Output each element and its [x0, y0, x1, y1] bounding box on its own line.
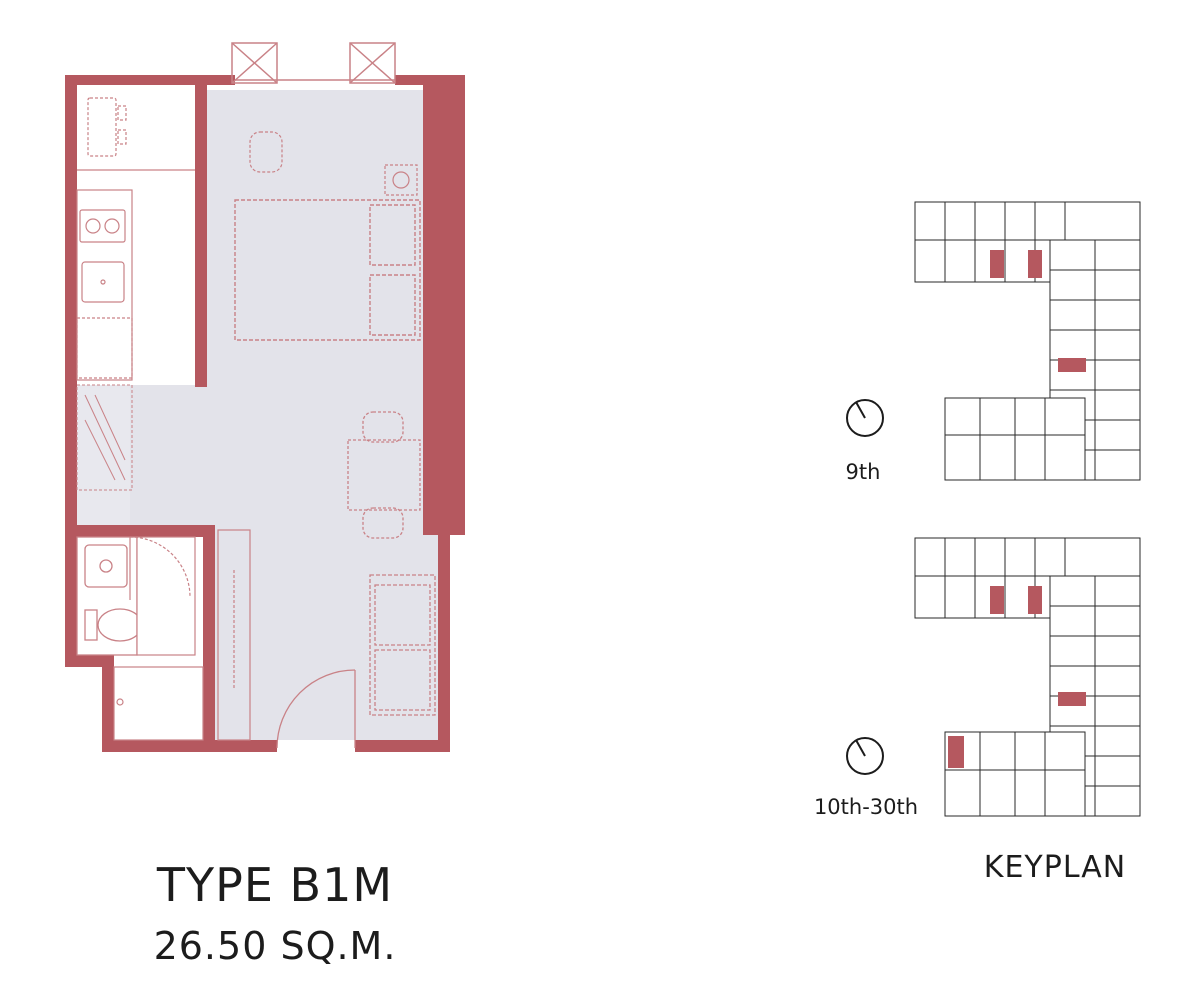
armchair	[249, 131, 283, 173]
keyplan-10-30-building	[914, 537, 1141, 817]
keyplan-9th-highlights	[990, 250, 1086, 372]
bathroom-door-swing	[129, 536, 196, 656]
unit-floor-plan	[65, 42, 465, 752]
wardrobe	[217, 529, 251, 741]
keyplan-10-30-highlights	[948, 586, 1086, 768]
floor-label-9th: 9th	[845, 460, 881, 484]
bed	[234, 199, 421, 341]
nightstand	[384, 164, 418, 196]
compass-icon	[846, 399, 884, 437]
keyplan-diagram	[846, 201, 1141, 817]
walls	[65, 75, 465, 752]
keyplan-title: KEYPLAN	[983, 850, 1127, 885]
floor-area	[75, 90, 440, 740]
unit-area-label: 26.50 SQ.M.	[153, 924, 397, 968]
window-right	[349, 42, 396, 84]
bathroom-fixtures	[76, 536, 143, 656]
floor-label-10th-30th: 10th-30th	[813, 795, 919, 819]
sofa	[369, 574, 436, 716]
window-left	[231, 42, 278, 84]
entrance-door	[276, 669, 356, 749]
balcony-table	[87, 97, 127, 157]
dining-set	[347, 411, 421, 539]
kitchen-counter	[76, 189, 133, 381]
keyplan-9th-building	[914, 201, 1141, 481]
shelf-unit	[76, 384, 133, 491]
unit-type-title: TYPE B1M	[156, 858, 394, 912]
compass-icon	[846, 737, 884, 775]
storage-closet	[113, 666, 204, 741]
